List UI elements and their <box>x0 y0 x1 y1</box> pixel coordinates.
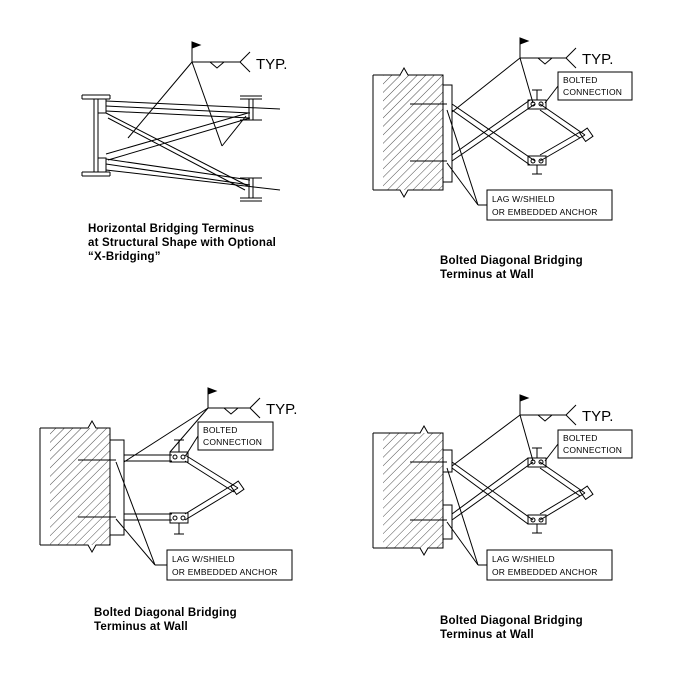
lag-anchor-note: LAG W/SHIELD OR EMBEDDED ANCHOR <box>172 554 278 577</box>
weld-symbol <box>451 37 577 113</box>
x-bridging <box>105 112 251 191</box>
typ-label: TYP. <box>256 56 287 73</box>
joist-clips <box>527 447 594 534</box>
note-line: CONNECTION <box>203 437 262 447</box>
lag-note-leader <box>446 467 613 581</box>
note-line: CONNECTION <box>563 87 622 97</box>
weld-symbol <box>127 41 251 147</box>
weld-symbol <box>123 387 261 463</box>
connection-plate-bottom <box>97 157 107 173</box>
note-line: BOLTED <box>563 433 598 443</box>
typ-label: TYP. <box>582 51 613 68</box>
note-line: CONNECTION <box>563 445 622 455</box>
wall-hatch <box>50 428 110 545</box>
horizontal-bridging-bottom <box>105 158 281 191</box>
bolted-connection-note: BOLTED CONNECTION <box>563 433 622 455</box>
caption-line: Bolted Diagonal Bridging <box>94 607 237 619</box>
caption-line: at Structural Shape with Optional <box>88 237 277 249</box>
note-line: BOLTED <box>203 425 238 435</box>
horizontal-bridging-top <box>105 100 281 119</box>
detail-3-bolted-bridging <box>39 387 293 581</box>
caption-line: Horizontal Bridging Terminus <box>88 223 255 235</box>
joist-clips <box>527 89 594 175</box>
typ-label: TYP. <box>266 401 297 418</box>
note-line: OR EMBEDDED ANCHOR <box>172 567 278 577</box>
ledger-plate <box>442 84 453 183</box>
detail-3-caption: Bolted Diagonal Bridging Terminus at Wal… <box>94 606 237 634</box>
wall-hatch <box>383 75 443 190</box>
lag-anchor-note: LAG W/SHIELD OR EMBEDDED ANCHOR <box>492 554 598 577</box>
diagonal-bridging <box>451 457 586 525</box>
bolted-note-leader <box>185 421 274 456</box>
detail-4-caption: Bolted Diagonal Bridging Terminus at Wal… <box>440 614 583 642</box>
bolted-connection-note: BOLTED CONNECTION <box>563 75 622 97</box>
caption-line: Terminus at Wall <box>94 621 188 633</box>
diagonal-bridging <box>184 454 239 521</box>
typ-label: TYP. <box>582 408 613 425</box>
wall-hatch <box>383 433 443 548</box>
lag-anchor-note: LAG W/SHIELD OR EMBEDDED ANCHOR <box>492 194 598 217</box>
horizontal-struts <box>124 454 172 521</box>
note-line: OR EMBEDDED ANCHOR <box>492 207 598 217</box>
caption-line: Bolted Diagonal Bridging <box>440 615 583 627</box>
caption-line: Terminus at Wall <box>440 629 534 641</box>
detail-2-caption: Bolted Diagonal Bridging Terminus at Wal… <box>440 254 583 282</box>
caption-line: Bolted Diagonal Bridging <box>440 255 583 267</box>
detail-1-horizontal-bridging <box>81 41 281 202</box>
wall-outline <box>373 424 444 557</box>
detail-1-caption: Horizontal Bridging Terminus at Structur… <box>88 222 276 264</box>
caption-line: “X-Bridging” <box>88 251 161 263</box>
bolted-note-leader <box>544 429 633 462</box>
bolted-connection-note: BOLTED CONNECTION <box>203 425 262 447</box>
note-line: LAG W/SHIELD <box>172 554 235 564</box>
lag-note-leader <box>446 109 613 221</box>
ledger-plate-bottom <box>442 504 453 540</box>
joist-top <box>240 95 262 121</box>
note-line: LAG W/SHIELD <box>492 194 555 204</box>
note-line: LAG W/SHIELD <box>492 554 555 564</box>
lag-anchors <box>410 103 447 162</box>
weld-symbol <box>451 394 577 467</box>
detail-4-bolted-bridging <box>372 394 633 581</box>
connection-plate-top <box>97 98 107 114</box>
lag-anchors <box>78 459 116 518</box>
diagonal-bridging <box>451 99 586 166</box>
bolted-note-leader <box>544 71 633 104</box>
note-line: OR EMBEDDED ANCHOR <box>492 567 598 577</box>
ledger-plate-top <box>442 449 453 473</box>
lag-anchors <box>410 461 447 521</box>
caption-line: Terminus at Wall <box>440 269 534 281</box>
ledger-plate <box>109 439 125 536</box>
joist-bottom <box>240 177 262 202</box>
lag-note-leader <box>115 461 293 581</box>
note-line: BOLTED <box>563 75 598 85</box>
joist-clips <box>169 439 245 535</box>
detail-2-bolted-bridging <box>372 37 633 221</box>
